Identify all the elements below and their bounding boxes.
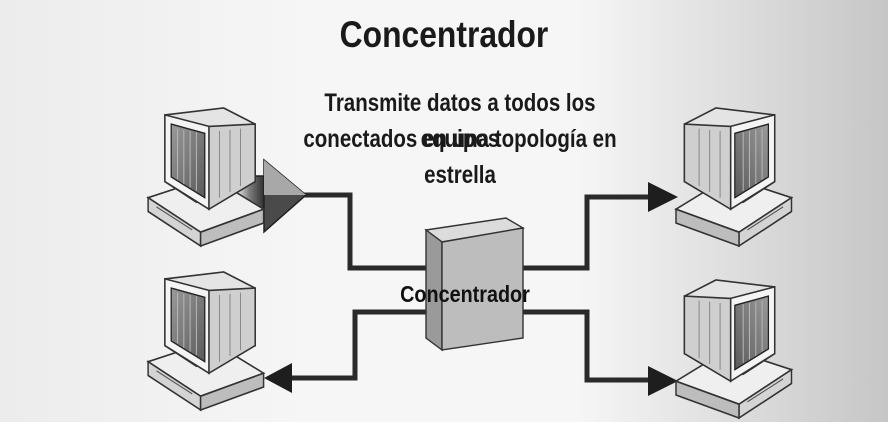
diagram-subtitle-line2: conectados en una topología en estrella (303, 125, 617, 189)
cable-top-right (520, 194, 650, 271)
cable-bottom-left (290, 309, 430, 381)
cable-top-left (300, 192, 430, 271)
hub-box-icon (424, 217, 526, 352)
diagram-title: Concentrador (339, 14, 549, 55)
arrow-icon (648, 182, 678, 212)
cable-bottom-right (520, 309, 650, 383)
arrow-icon (648, 366, 678, 396)
hub-label: Concentrador (400, 281, 530, 307)
arrow-heads (264, 182, 678, 396)
arrow-icon (264, 363, 292, 393)
diagram-subtitle-line1: Transmite datos a todos los equipos (324, 89, 596, 153)
network-cables (290, 192, 650, 383)
